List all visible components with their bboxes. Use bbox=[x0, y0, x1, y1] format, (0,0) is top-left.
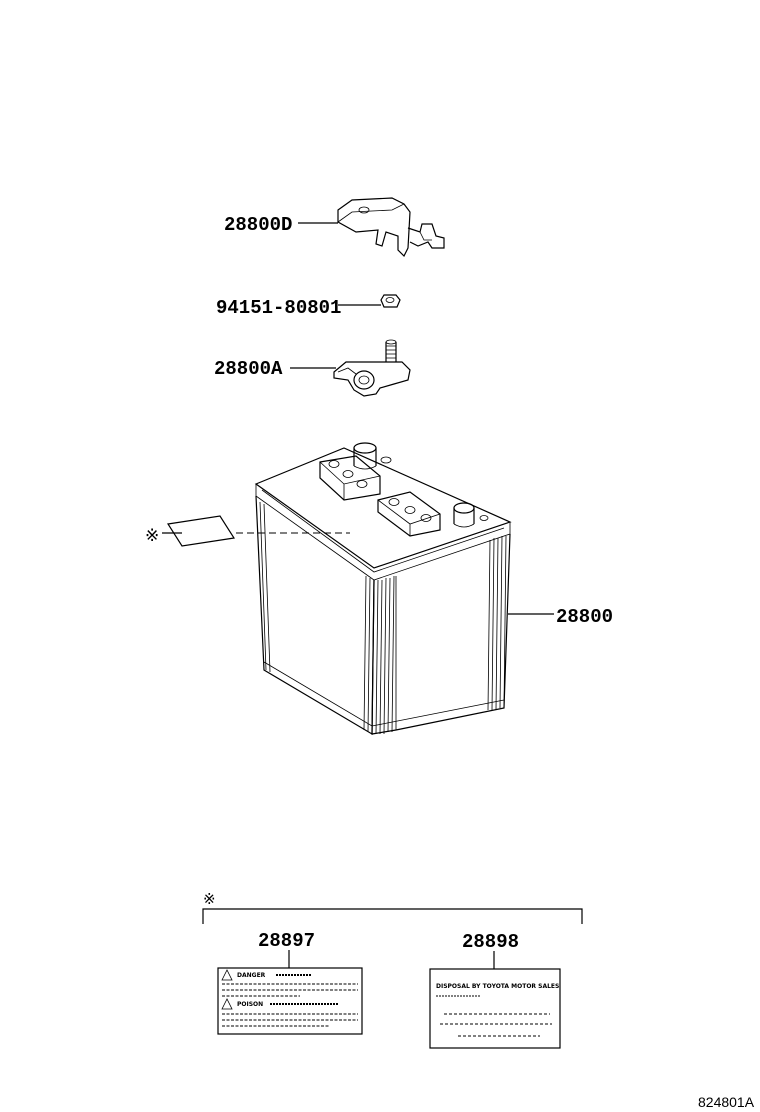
terminal-clamp-drawing bbox=[333, 339, 411, 397]
nut-drawing bbox=[380, 294, 401, 308]
part-number-28800: 28800 bbox=[556, 606, 613, 628]
part-number-28800a: 28800A bbox=[214, 358, 283, 380]
danger-heading: DANGER bbox=[237, 972, 266, 979]
battery-drawing bbox=[254, 442, 512, 736]
poison-heading: POISON bbox=[237, 1001, 263, 1008]
group-bracket bbox=[202, 908, 583, 924]
label-sheet-icon bbox=[167, 515, 235, 547]
bracket-cover-drawing bbox=[337, 197, 445, 258]
part-number-94151-80801: 94151-80801 bbox=[216, 297, 341, 319]
disposal-label-drawing: DISPOSAL BY TOYOTA MOTOR SALES bbox=[429, 968, 561, 1049]
reference-mark-group: ※ bbox=[203, 890, 216, 908]
part-number-28800d: 28800D bbox=[224, 214, 292, 236]
disposal-heading: DISPOSAL BY TOYOTA MOTOR SALES bbox=[436, 983, 559, 990]
part-number-28897: 28897 bbox=[258, 930, 315, 952]
part-number-28898: 28898 bbox=[462, 931, 519, 953]
danger-label-drawing: DANGER POISON bbox=[217, 967, 363, 1035]
reference-mark-left: ※ bbox=[145, 526, 159, 546]
diagram-code: 824801A bbox=[698, 1094, 755, 1110]
